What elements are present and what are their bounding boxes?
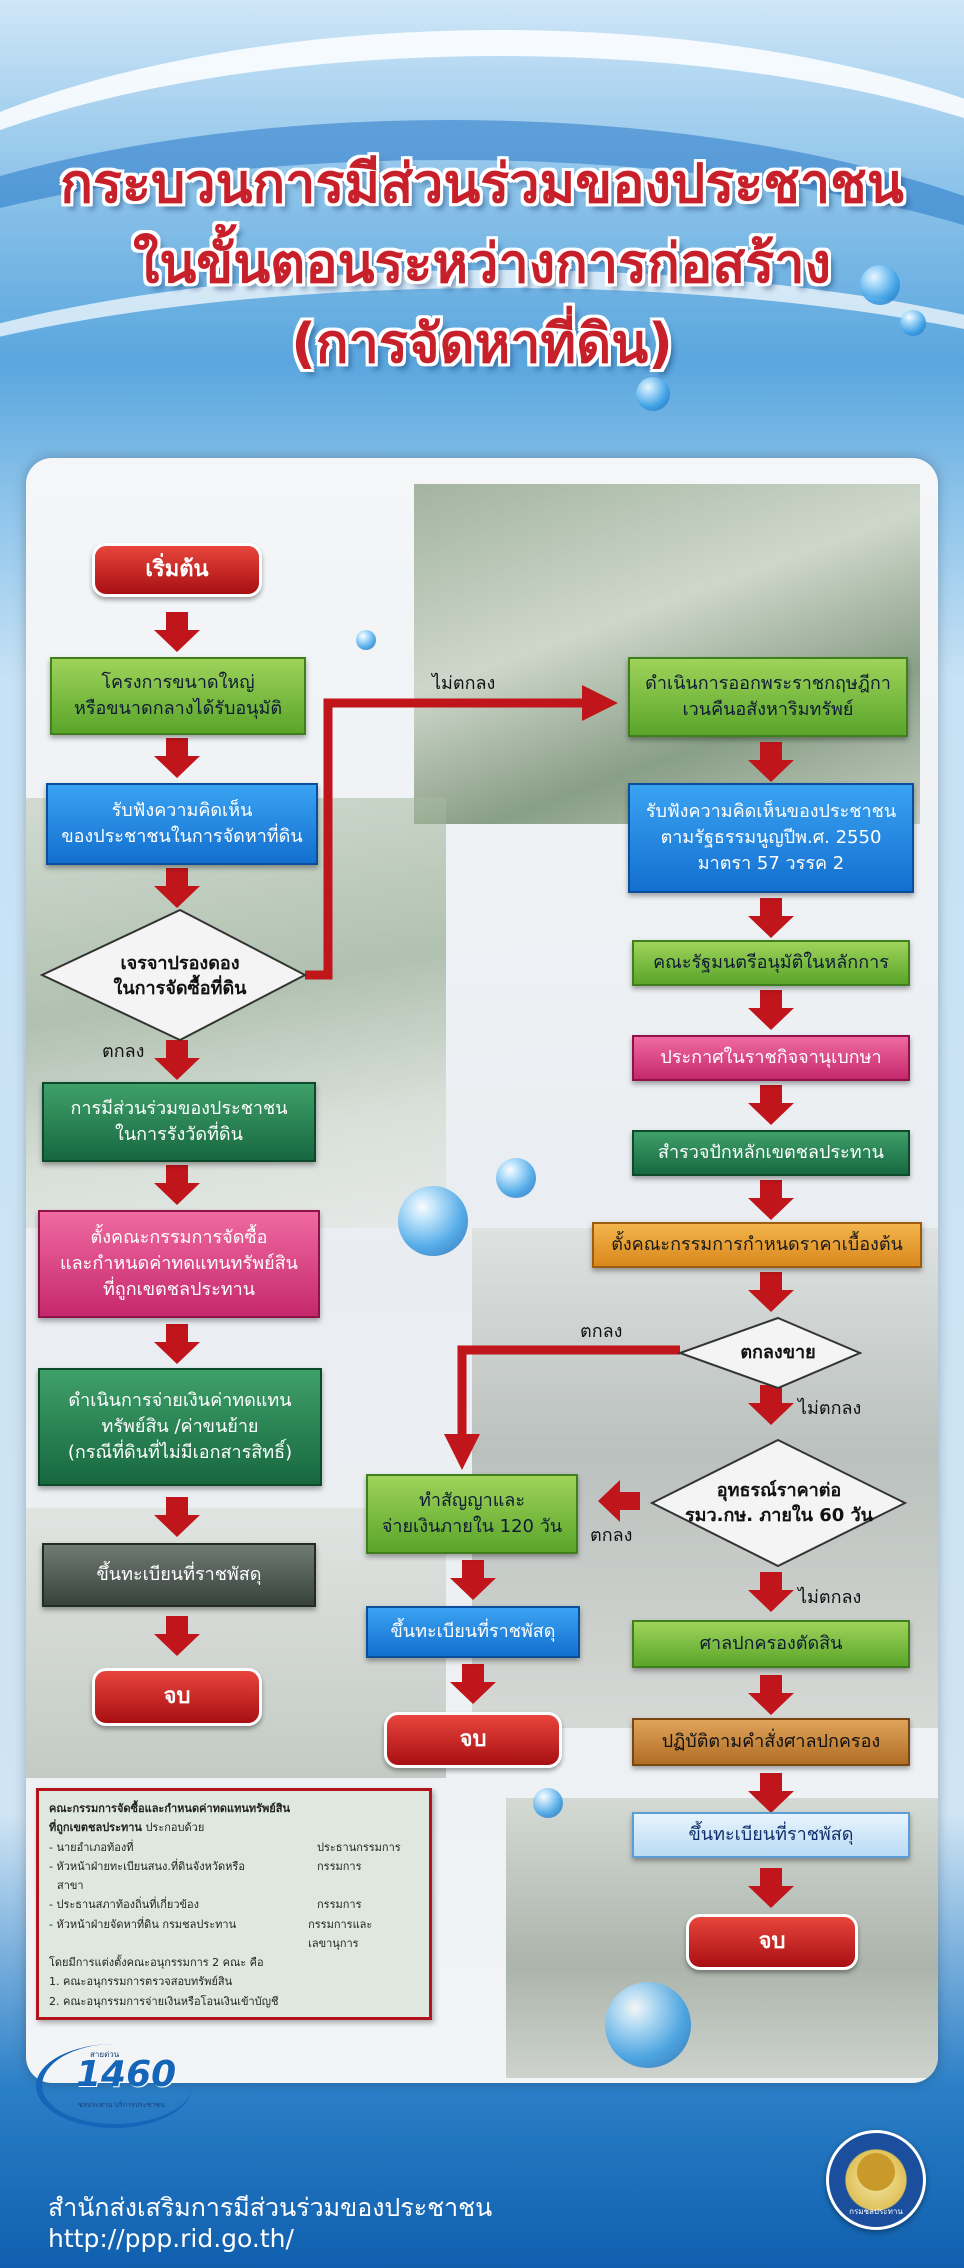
- dam-photo-top: [414, 484, 920, 824]
- arrow-down-icon: [748, 1572, 794, 1612]
- register-property-step-right: ขึ้นทะเบียนที่ราชพัสดุ: [632, 1812, 910, 1858]
- legend-row: - ประธานสภาท้องถิ่นที่เกี่ยวข้องกรรมการ: [49, 1898, 362, 1912]
- hotline-number: 1460: [76, 2054, 177, 2095]
- header-background: [0, 0, 964, 470]
- hotline-subcaption: ชลประทาน บริการประชาชน: [78, 2101, 165, 2109]
- footer-org: สำนักส่งเสริมการมีส่วนร่วมของประชาชน: [48, 2193, 493, 2222]
- arrow-down-icon: [748, 1773, 794, 1813]
- seal-text: กรมชลประทาน: [849, 2207, 903, 2216]
- end-node-middle: จบ: [384, 1712, 562, 1768]
- arrow-down-icon: [450, 1560, 496, 1600]
- constitutional-hearing-step: รับฟังความคิดเห็นของประชาชน ตามรัฐธรรมนู…: [628, 783, 914, 893]
- arrow-down-icon: [748, 1868, 794, 1908]
- legend-row: - นายอำเภอท้องที่ประธานกรรมการ: [49, 1840, 401, 1854]
- disagree-label-appeal: ไม่ตกลง: [798, 1587, 862, 1608]
- arrow-down-icon: [748, 1272, 794, 1312]
- expropriation-decree-step: ดำเนินการออกพระราชกฤษฎีกา เวนคืนอสังหาริ…: [628, 657, 908, 737]
- price-committee-step: ตั้งคณะกรรมการกำหนดราคาเบื้องต้น: [592, 1222, 922, 1268]
- arrow-left-icon: [598, 1480, 640, 1522]
- water-bubble: [356, 630, 376, 650]
- sale-decision-diamond: [677, 1316, 863, 1390]
- approved-project-step: โครงการขนาดใหญ่ หรือขนาดกลางได้รับอนุมัต…: [50, 657, 306, 735]
- hotline-swoosh-icon: [36, 2044, 192, 2128]
- title-line-3: (การจัดหาที่ดิน): [291, 312, 673, 375]
- seal-inner-icon: [857, 2153, 895, 2191]
- arrow-down-icon: [154, 612, 200, 652]
- water-bubble: [533, 1788, 563, 1818]
- title-line-2: ในขั้นตอนระหว่างการก่อสร้าง: [133, 232, 831, 295]
- appeal-decision-diamond: [649, 1438, 908, 1568]
- water-bubble: [605, 1982, 691, 2068]
- register-property-step-left: ขึ้นทะเบียนที่ราชพัสดุ: [42, 1543, 316, 1607]
- comply-court-order-step: ปฏิบัติตามคำสั่งศาลปกครอง: [632, 1718, 910, 1766]
- legend-row: - หัวหน้าฝ่ายทะเบียนสนง.ที่ดินจังหวัดหรื…: [49, 1859, 362, 1873]
- legend-title-2-suffix: ประกอบด้วย: [141, 1821, 205, 1835]
- compensation-payment-step: ดำเนินการจ่ายเงินค่าทดแทน ทรัพย์สิน /ค่า…: [38, 1368, 322, 1486]
- negotiate-decision-label: เจรจาปรองดอง ในการจัดซื้อที่ดิน: [113, 952, 247, 999]
- arrow-down-icon: [154, 738, 200, 778]
- legend-subcommittee-2: 2. คณะอนุกรรมการจ่ายเงินหรือโอนเงินเข้าบ…: [49, 1994, 279, 2008]
- boundary-survey-step: สำรวจปักหลักเขตชลประทาน: [632, 1130, 910, 1176]
- royal-gazette-step: ประกาศในราชกิจจานุเบกษา: [632, 1035, 910, 1081]
- disagree-label-left: ไม่ตกลง: [432, 673, 496, 694]
- hotline-logo: สายด่วน 1460 ชลประทาน บริการประชาชน: [36, 2040, 196, 2128]
- hotline-caption: สายด่วน: [90, 2050, 120, 2059]
- arrow-down-icon: [748, 742, 794, 782]
- agree-label-sale: ตกลง: [580, 1321, 623, 1342]
- arrow-down-icon: [748, 898, 794, 938]
- negotiate-decision-diamond: [39, 908, 308, 1042]
- arrow-down-icon: [748, 990, 794, 1030]
- legend-title-1: คณะกรรมการจัดซื้อและกำหนดค่าทดแทนทรัพย์ส…: [49, 1802, 290, 1815]
- arrow-down-icon: [748, 1385, 794, 1425]
- register-property-step-middle: ขึ้นทะเบียนที่ราชพัสดุ: [366, 1606, 580, 1658]
- hearing-step: รับฟังความคิดเห็น ของประชาชนในการจัดหาที…: [46, 783, 318, 865]
- legend-subcommittee-intro: โดยมีการแต่งตั้งคณะอนุกรรมการ 2 คณะ คือ: [49, 1956, 264, 1969]
- appeal-decision-label: อุทธรณ์ราคาต่อ รมว.กษ. ภายใน 60 วัน: [685, 1479, 873, 1526]
- sale-decision-label: ตกลงขาย: [740, 1342, 816, 1364]
- legend-row: - หัวหน้าฝ่ายจัดหาที่ดิน กรมชลประทานกรรม…: [49, 1917, 373, 1950]
- agree-sale-connector: [444, 1345, 680, 1470]
- arrow-down-icon: [154, 1165, 200, 1205]
- agree-label-left: ตกลง: [102, 1041, 145, 1062]
- contract-payment-step: ทำสัญญาและ จ่ายเงินภายใน 120 วัน: [366, 1474, 578, 1554]
- rid-seal-icon: กรมชลประทาน: [826, 2130, 926, 2230]
- arrow-down-icon: [154, 1324, 200, 1364]
- agree-label-appeal: ตกลง: [590, 1525, 633, 1546]
- committee-legend: คณะกรรมการจัดซื้อและกำหนดค่าทดแทนทรัพย์ส…: [36, 1788, 432, 2020]
- legend-title-2-wrap: ที่ถูกเขตชลประทาน ประกอบด้วย: [49, 1818, 419, 1837]
- arrow-down-icon: [748, 1180, 794, 1220]
- disagree-connector: [305, 685, 618, 980]
- admin-court-step: ศาลปกครองตัดสิน: [632, 1620, 910, 1668]
- cabinet-approval-step: คณะรัฐมนตรีอนุมัติในหลักการ: [632, 940, 910, 986]
- title-line-1: กระบวนการมีส่วนร่วมของประชาชน: [60, 152, 904, 215]
- committee-step: ตั้งคณะกรรมการจัดซื้อ และกำหนดค่าทดแทนทร…: [38, 1210, 320, 1318]
- arrow-down-icon: [154, 1497, 200, 1537]
- disagree-label-sale: ไม่ตกลง: [798, 1398, 862, 1419]
- legend-title-2: ที่ถูกเขตชลประทาน: [49, 1821, 142, 1835]
- end-node-right: จบ: [686, 1914, 858, 1970]
- water-bubble: [398, 1186, 468, 1256]
- arrow-down-icon: [748, 1085, 794, 1125]
- survey-participation-step: การมีส่วนร่วมของประชาชน ในการรังวัดที่ดิ…: [42, 1082, 316, 1162]
- legend-subcommittee-1: 1. คณะอนุกรรมการตรวจสอบทรัพย์สิน: [49, 1975, 233, 1989]
- legend-row: สาขา: [57, 1879, 84, 1892]
- arrow-down-icon: [748, 1675, 794, 1715]
- arrow-down-icon: [154, 1040, 200, 1080]
- footer-url[interactable]: http://ppp.rid.go.th/: [48, 2224, 294, 2253]
- start-node: เริ่มต้น: [92, 543, 262, 597]
- arrow-down-icon: [154, 868, 200, 908]
- arrow-down-icon: [450, 1664, 496, 1704]
- water-bubble: [496, 1158, 536, 1198]
- end-node-left: จบ: [92, 1668, 262, 1726]
- arrow-down-icon: [154, 1616, 200, 1656]
